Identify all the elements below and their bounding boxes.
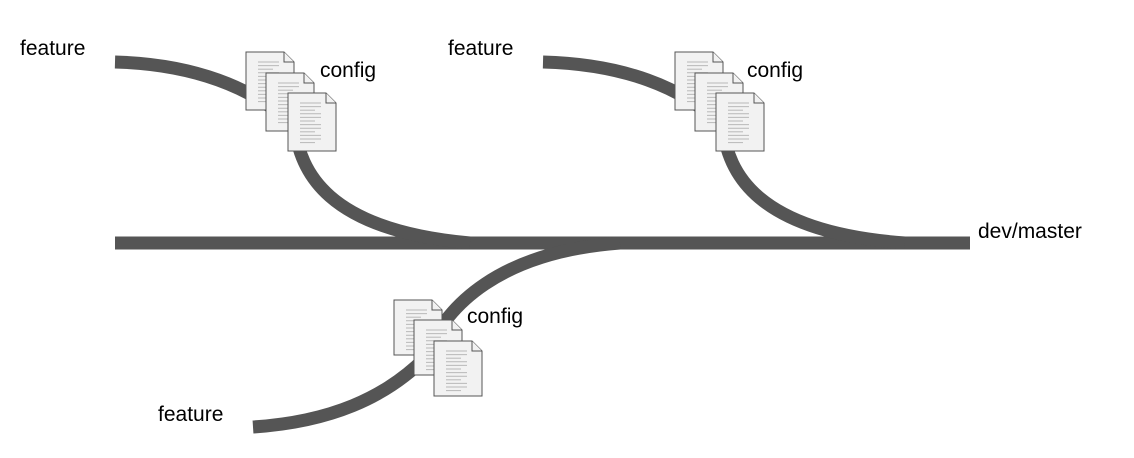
feature-label-3: feature xyxy=(158,403,223,426)
feature-label-2: feature xyxy=(448,37,513,60)
main-branch-label: dev/master xyxy=(978,220,1082,243)
config-label-2: config xyxy=(747,59,803,82)
config-files-3 xyxy=(393,299,483,397)
document-icon xyxy=(287,92,337,152)
config-files-2 xyxy=(674,51,765,152)
feature-label-1: feature xyxy=(20,37,85,60)
config-files-1 xyxy=(245,51,337,152)
config-label-1: config xyxy=(320,59,376,82)
document-icon xyxy=(433,340,483,397)
document-icon xyxy=(715,92,765,152)
config-label-3: config xyxy=(467,305,523,328)
